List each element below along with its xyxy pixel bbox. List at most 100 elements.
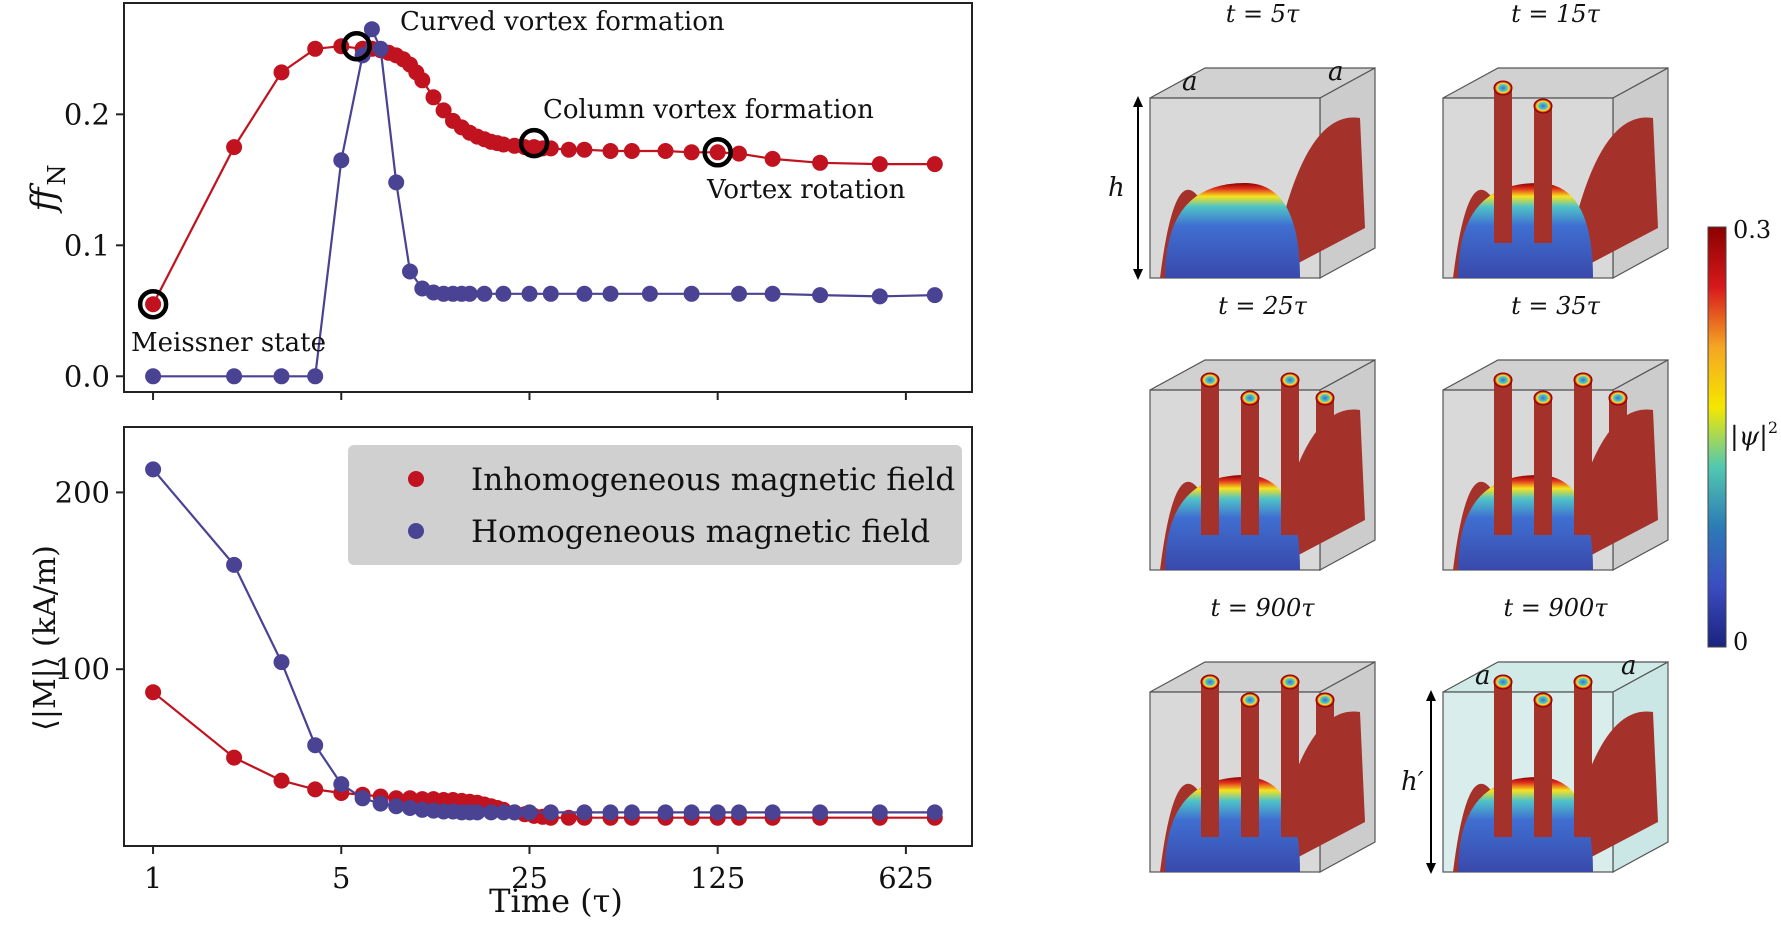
bottom-homogeneous-point (333, 776, 350, 793)
bottom-inhomogeneous-point (145, 684, 162, 701)
top-homogeneous-point (495, 285, 512, 302)
snapshot-panel: t = 5τ a a h (1108, 0, 1376, 280)
box-dimension-label: h (1108, 173, 1125, 203)
colorbar-gradient (1707, 226, 1727, 648)
bottom-homogeneous-point (731, 804, 747, 821)
bottom-homogeneous-point (623, 804, 640, 821)
top-inhomogeneous-point (812, 154, 829, 171)
snapshot-panel: t = 15τ (1442, 0, 1669, 280)
bottom-homogeneous-point (506, 804, 523, 821)
legend-marker-homogeneous (408, 523, 424, 539)
vortex-tube (1574, 380, 1592, 535)
top-y-tick-label: 0.2 (64, 97, 110, 131)
top-homogeneous-point (521, 285, 538, 302)
order-parameter-disk (1458, 183, 1593, 278)
box-dimension-label: a (1621, 651, 1637, 681)
bottom-inhomogeneous-line (152, 691, 935, 819)
height-arrow-head (1426, 863, 1436, 874)
annotation-meissner-state: Meissner state (131, 328, 326, 358)
top-y-tick-label: 0.1 (64, 228, 110, 262)
vortex-tube (1534, 398, 1552, 535)
top-inhomogeneous-point (307, 40, 324, 57)
top-panel: 0.00.10.2 ffN Meissner state Curved vort… (24, 2, 973, 400)
bottom-homogeneous-point (402, 800, 418, 816)
bottom-inhomogeneous-point (226, 749, 243, 766)
vortex-core (1533, 390, 1553, 406)
vortex-core (1200, 372, 1220, 388)
bottom-homogeneous-point (576, 804, 593, 821)
order-parameter-disk (1165, 475, 1300, 570)
top-inhomogeneous-point (657, 143, 674, 159)
top-inhomogeneous-point (414, 72, 431, 89)
top-inhomogeneous-point (145, 296, 162, 313)
top-y-tick-label: 0.0 (64, 359, 110, 393)
vortex-tube (1241, 700, 1259, 837)
bottom-inhomogeneous-point (560, 809, 577, 826)
bottom-homogeneous-point (388, 798, 405, 815)
top-homogeneous-point (461, 285, 478, 302)
colorbar-title-main: |ψ| (1730, 422, 1768, 452)
height-arrow-head (1133, 269, 1143, 280)
vortex-core (1240, 692, 1260, 708)
annotation-column-vortex-formation: Column vortex formation (543, 95, 874, 125)
height-arrow-head (1426, 690, 1436, 701)
bottom-homogeneous-point (354, 790, 371, 807)
top-homogeneous-point (402, 263, 418, 280)
top-homogeneous-point (388, 174, 405, 191)
top-homogeneous-point (683, 285, 700, 302)
vortex-core (1280, 372, 1300, 388)
bottom-homogeneous-point (469, 804, 486, 821)
box-dimension-label: h′ (1401, 767, 1424, 797)
top-inhomogeneous-point (871, 156, 888, 173)
top-inhomogeneous-point (226, 139, 243, 156)
order-parameter-disk (1458, 475, 1593, 570)
annotation-vortex-rotation: Vortex rotation (706, 175, 906, 205)
vortex-tube (1574, 682, 1592, 837)
bottom-homogeneous-point (812, 804, 829, 821)
legend-marker-inhomogeneous (408, 471, 424, 487)
top-homogeneous-point (731, 285, 747, 302)
box-dimension-label: a (1328, 57, 1344, 87)
vortex-tube (1609, 398, 1627, 535)
bottom-y-tick-label: 200 (55, 475, 110, 509)
vortex-core (1493, 80, 1513, 96)
top-homogeneous-point (145, 368, 162, 385)
top-inhomogeneous-point (602, 143, 619, 159)
top-homogeneous-point (812, 287, 829, 304)
top-inhomogeneous-point (731, 145, 747, 162)
vortex-tube (1316, 398, 1334, 535)
bottom-inhomogeneous-point (307, 781, 324, 798)
top-inhomogeneous-point (709, 144, 726, 161)
snapshot-time-label: t = 15τ (1511, 0, 1601, 28)
top-homogeneous-point (226, 368, 243, 385)
vortex-tube (1316, 700, 1334, 837)
snapshot-time-label: t = 5τ (1226, 0, 1300, 28)
bottom-homogeneous-point (226, 556, 243, 573)
vortex-core (1533, 98, 1553, 114)
vortex-tube (1494, 682, 1512, 837)
vortex-tube (1201, 380, 1219, 535)
state-marker-ring (341, 30, 372, 62)
vortex-tube (1534, 700, 1552, 837)
state-marker-ring (518, 127, 550, 159)
top-inhomogeneous-point (926, 156, 943, 173)
bottom-homogeneous-point (871, 804, 888, 821)
bottom-x-tick-label: 25 (511, 861, 548, 895)
vortex-core (1315, 692, 1335, 708)
bottom-homogeneous-point (926, 804, 943, 821)
state-marker-ring (702, 137, 733, 168)
annotation-curved-vortex-formation: Curved vortex formation (400, 7, 725, 37)
vortex-tube (1281, 380, 1299, 535)
box-dimension-label: a (1182, 67, 1198, 97)
bottom-y-axis-label: ⟨|M|⟩ (kA/m) (28, 545, 63, 731)
box-dimension-label: a (1475, 661, 1491, 691)
top-y-axis-label-sub: N (43, 164, 71, 185)
top-homogeneous-point (641, 285, 658, 302)
vortex-tube (1241, 398, 1259, 535)
top-homogeneous-point (363, 21, 380, 38)
height-arrow-head (1133, 96, 1143, 107)
colorbar-min-label: 0 (1733, 628, 1748, 656)
